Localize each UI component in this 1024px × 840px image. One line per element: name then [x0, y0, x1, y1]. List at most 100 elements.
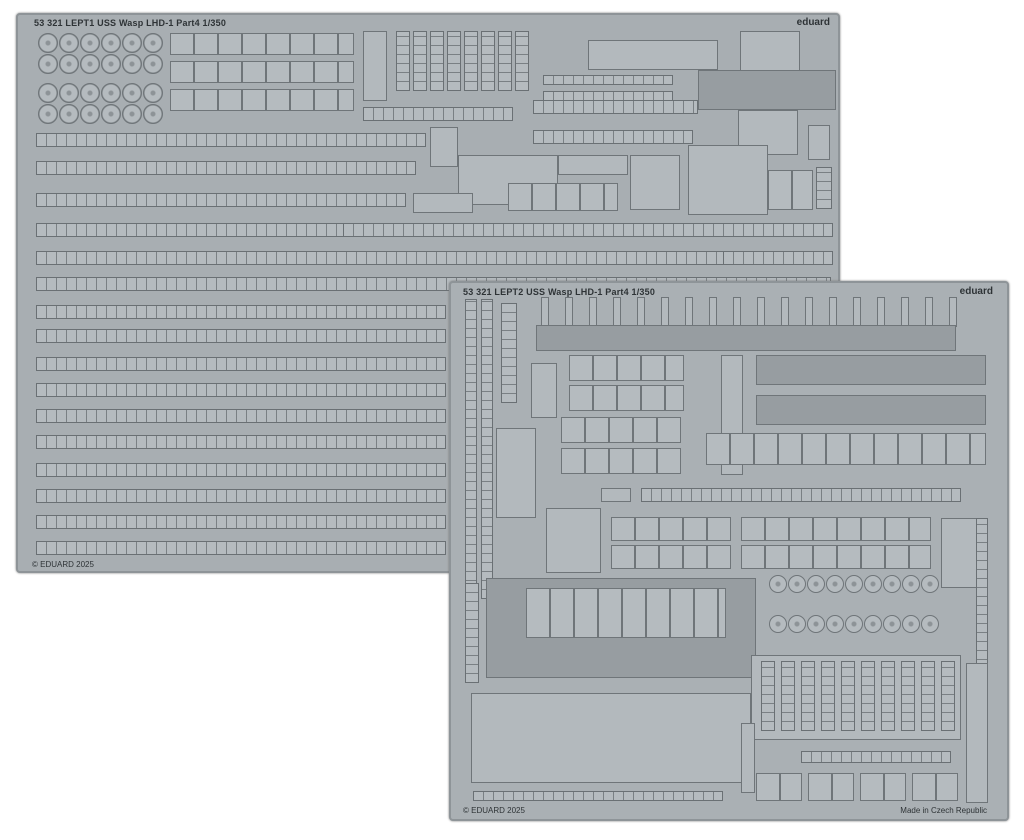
ladder-part — [413, 31, 427, 91]
stanchion-part — [829, 297, 837, 327]
etched-part — [569, 385, 684, 411]
wheel-part — [59, 104, 79, 124]
chain-part — [902, 575, 920, 593]
etched-part — [601, 488, 631, 502]
hull-plate — [471, 693, 751, 783]
chain-part — [769, 575, 787, 593]
stanchion-part — [925, 297, 933, 327]
wheel-part — [101, 33, 121, 53]
grating-part — [170, 61, 354, 83]
etched-part — [611, 545, 731, 569]
stanchion-part — [709, 297, 717, 327]
wheel-part — [38, 54, 58, 74]
chain-part — [883, 575, 901, 593]
railing-part — [36, 383, 446, 397]
etched-part — [756, 355, 986, 385]
stanchion-part — [637, 297, 645, 327]
railing-part — [36, 305, 446, 319]
etched-part — [816, 167, 832, 209]
etched-part — [801, 751, 951, 763]
chain-part — [807, 575, 825, 593]
chain-part — [807, 615, 825, 633]
grille-part — [860, 773, 906, 801]
fret-1-header: 53 321 LEPT1 USS Wasp LHD-1 Part4 1/350 — [34, 18, 227, 28]
grille-part — [808, 773, 854, 801]
fret-2-copyright: © EDUARD 2025 — [463, 806, 525, 815]
etched-part — [430, 127, 458, 167]
ladder-part — [464, 31, 478, 91]
etched-part — [941, 661, 955, 731]
stanchion-part — [805, 297, 813, 327]
ladder-part — [481, 31, 495, 91]
etched-part — [526, 588, 726, 638]
stanchion-part — [901, 297, 909, 327]
etched-part — [496, 428, 536, 518]
etched-part — [533, 130, 693, 144]
chain-part — [826, 615, 844, 633]
etched-part — [36, 133, 426, 147]
etched-part — [756, 395, 986, 425]
wheel-part — [143, 54, 163, 74]
etched-part — [881, 661, 895, 731]
chain-part — [769, 615, 787, 633]
wheel-part — [143, 83, 163, 103]
fret-2-header: 53 321 LEPT2 USS Wasp LHD-1 Part4 1/350 — [463, 287, 656, 297]
etched-part — [966, 663, 988, 803]
stanchion-part — [733, 297, 741, 327]
wheel-part — [101, 83, 121, 103]
chain-part — [788, 615, 806, 633]
chain-part — [826, 575, 844, 593]
wheel-part — [38, 83, 58, 103]
etched-part — [561, 417, 681, 443]
etched-part — [465, 583, 479, 683]
etched-part — [641, 488, 961, 502]
etched-part — [688, 145, 768, 215]
wheel-part — [59, 33, 79, 53]
chain-part — [864, 575, 882, 593]
stanchion-part — [781, 297, 789, 327]
etched-part — [533, 100, 698, 114]
chain-part — [788, 575, 806, 593]
wheel-part — [143, 33, 163, 53]
railing-part — [36, 515, 446, 529]
etched-part — [543, 75, 673, 85]
wheel-part — [101, 104, 121, 124]
etched-part — [36, 161, 416, 175]
etched-part — [561, 448, 681, 474]
etched-part — [808, 125, 830, 160]
etched-part — [630, 155, 680, 210]
stanchion-part — [685, 297, 693, 327]
wheel-part — [101, 54, 121, 74]
wheel-part — [80, 54, 100, 74]
ladder-part — [447, 31, 461, 91]
etched-part — [698, 70, 836, 110]
grating-part — [170, 33, 354, 55]
wheel-part — [38, 104, 58, 124]
etched-part — [781, 661, 795, 731]
wheel-part — [59, 54, 79, 74]
etched-part — [465, 299, 477, 599]
grating-part — [170, 89, 354, 111]
etched-part — [481, 299, 493, 599]
chain-part — [902, 615, 920, 633]
etched-part — [363, 107, 513, 121]
ladder-part — [515, 31, 529, 91]
etched-part — [558, 155, 628, 175]
wheel-part — [122, 54, 142, 74]
wheel-part — [122, 33, 142, 53]
etched-part — [546, 508, 601, 573]
etched-part — [588, 40, 718, 70]
fret-2-origin: Made in Czech Republic — [900, 806, 987, 815]
railing-part — [36, 329, 446, 343]
ladder-part — [430, 31, 444, 91]
etched-part — [501, 303, 517, 403]
railing-part — [36, 541, 446, 555]
etched-part — [611, 517, 731, 541]
etched-part — [413, 193, 473, 213]
fret-1-brand: eduard — [796, 17, 830, 28]
etched-part — [531, 363, 557, 418]
frame-part — [363, 31, 387, 101]
chain-part — [845, 575, 863, 593]
etched-part — [343, 223, 833, 237]
wheel-part — [80, 33, 100, 53]
